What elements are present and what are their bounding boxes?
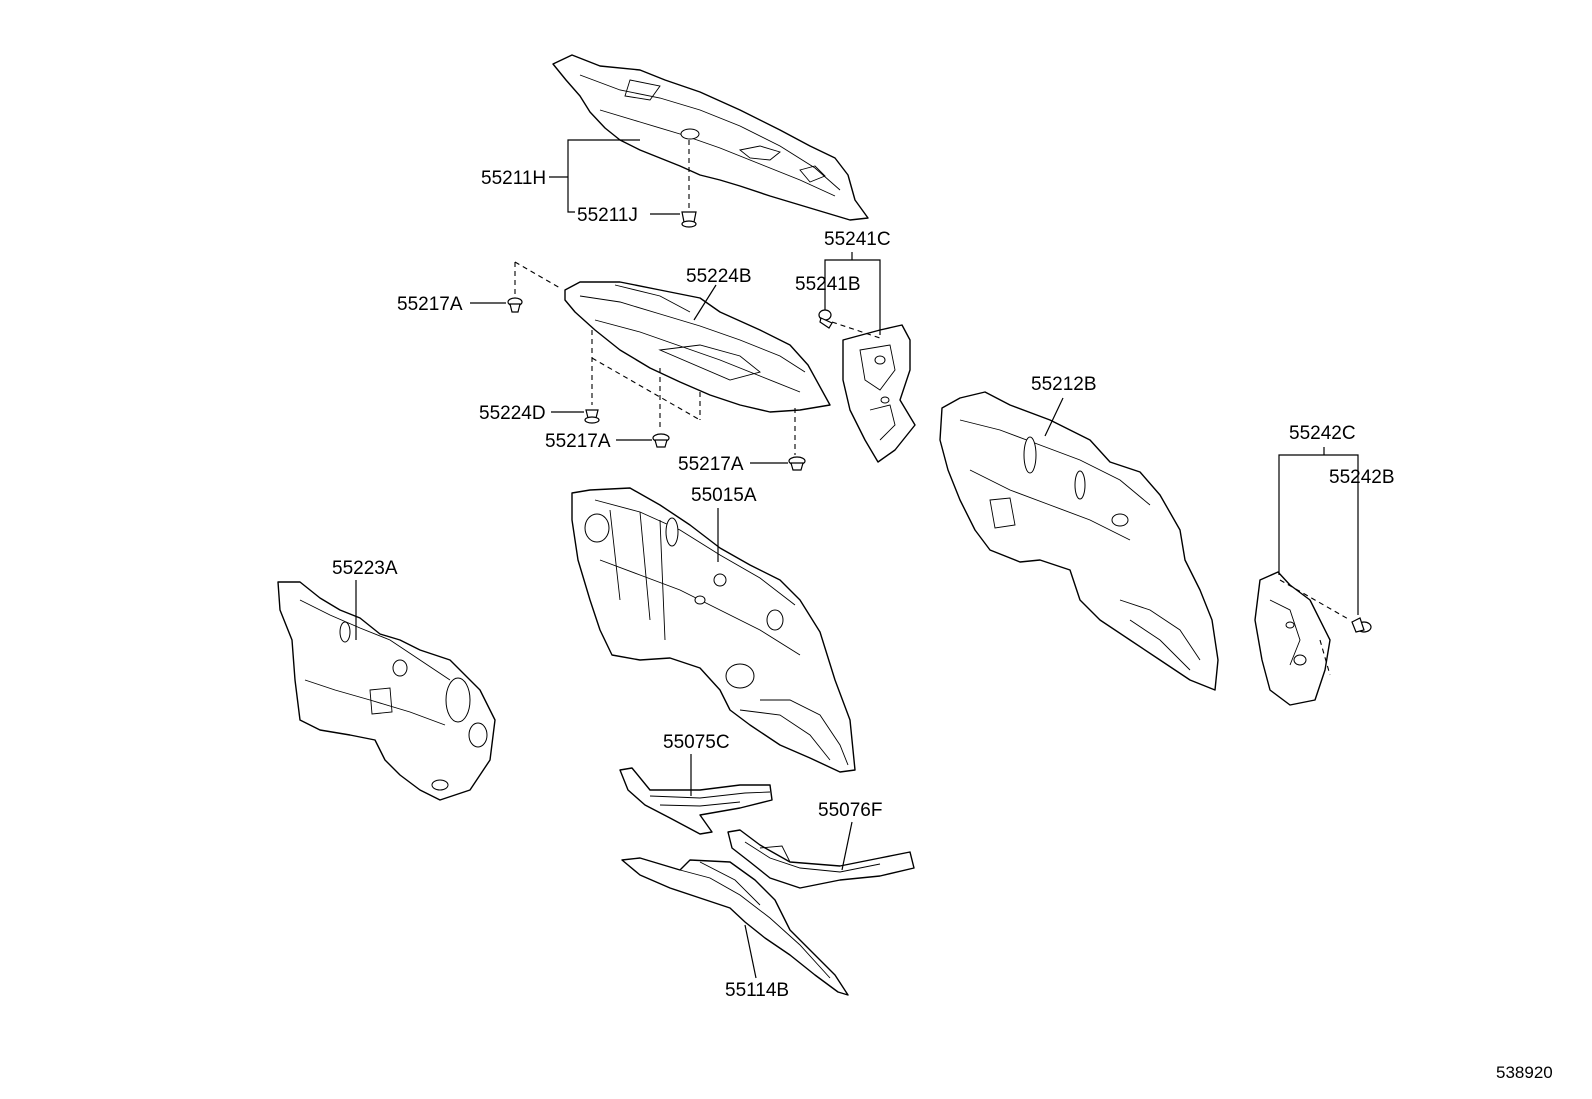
part-55114B-drawing <box>621 857 849 996</box>
clip-55242B <box>1351 617 1372 633</box>
part-55224B-drawing <box>564 281 831 413</box>
clip-55217A-top <box>507 297 523 313</box>
label-55241B: 55241B <box>795 274 861 295</box>
part-55242C-drawing <box>1254 571 1331 706</box>
label-55075C: 55075C <box>663 732 730 753</box>
label-55224D: 55224D <box>479 403 546 424</box>
part-55223A-drawing <box>277 581 496 801</box>
part-55212B-drawing <box>939 391 1219 691</box>
part-55241C-drawing <box>842 324 916 463</box>
label-55212B: 55212B <box>1031 374 1097 395</box>
reference-number: 538920 <box>1496 1063 1553 1082</box>
label-55211H: 55211H <box>481 168 546 189</box>
label-55217A-low: 55217A <box>678 454 744 475</box>
label-55242C: 55242C <box>1289 423 1356 444</box>
label-55114B: 55114B <box>725 980 789 1001</box>
clip-55217A-low <box>788 456 806 471</box>
label-55076F: 55076F <box>818 800 882 821</box>
label-55224B: 55224B <box>686 266 752 287</box>
label-55242B: 55242B <box>1329 467 1395 488</box>
label-55217A-top: 55217A <box>397 294 463 315</box>
clip-55211J <box>681 211 697 228</box>
part-55076F-drawing <box>727 829 915 889</box>
part-55075C-drawing <box>619 767 773 835</box>
label-55241C: 55241C <box>824 229 891 250</box>
clip-55224D <box>584 409 600 424</box>
clip-55217A-mid <box>652 433 670 448</box>
label-55217A-mid: 55217A <box>545 431 611 452</box>
label-55211J: 55211J <box>577 205 638 226</box>
part-55211H-drawing <box>552 54 869 221</box>
label-55223A: 55223A <box>332 558 398 579</box>
label-55015A: 55015A <box>691 485 757 506</box>
clip-55241B <box>818 309 833 329</box>
part-55015A-drawing <box>571 487 856 773</box>
